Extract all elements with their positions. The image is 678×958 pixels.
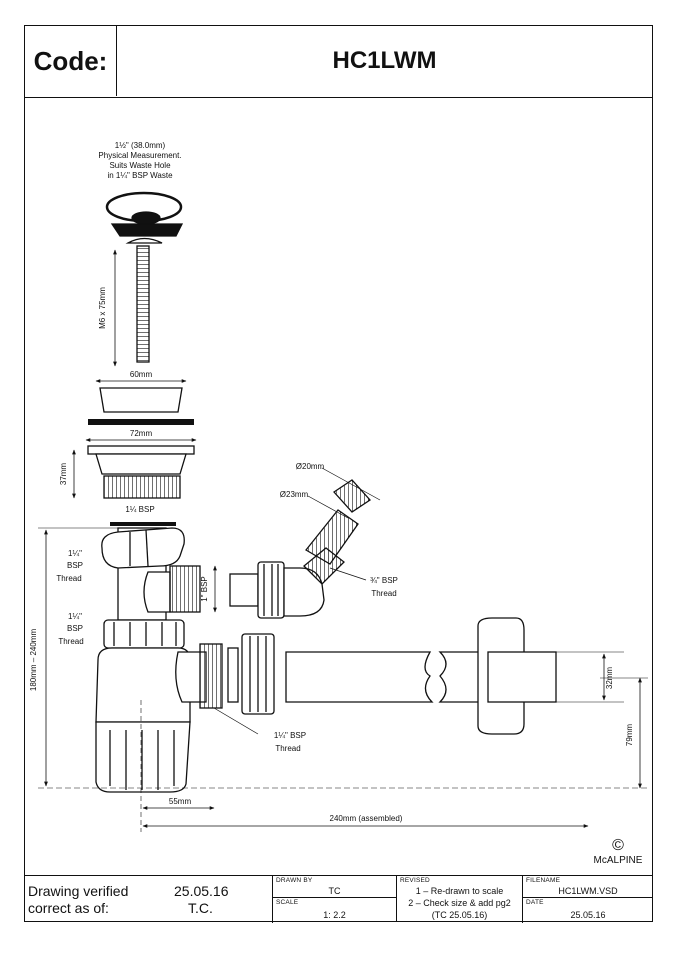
drawn-by-label: DRAWN BY: [276, 877, 313, 884]
trap-bottle: [95, 647, 191, 723]
pipe-right: [438, 651, 489, 703]
revised-label: REVISED: [400, 877, 430, 884]
verified-by: T.C.: [188, 900, 213, 916]
grate-width-label: 60mm: [130, 370, 153, 379]
filename-label: FILENAME: [526, 877, 561, 884]
trap-top-nut: [101, 527, 185, 569]
thread-mid-label-1: 1¼": [68, 612, 82, 621]
hose-connector: [305, 509, 359, 565]
revised-line-3: (TC 25.05.16): [431, 910, 488, 920]
plug-rubber: [110, 223, 184, 237]
trap-washer: [110, 522, 176, 526]
drawing-sheet: Code: HC1LWM: [24, 25, 653, 922]
waste-body: [87, 445, 195, 499]
revised-line-2: 2 – Check size & add pg2: [408, 898, 511, 908]
thread-mid-label-2: BSP: [67, 624, 83, 633]
scale-label: SCALE: [276, 899, 299, 906]
trap-mid-nut: [103, 619, 185, 649]
hose-elbow-assembly: [229, 479, 371, 619]
verified-label-2: correct as of:: [28, 900, 109, 916]
plug-assembly: [105, 191, 184, 363]
offset-label: 55mm: [169, 797, 192, 806]
length-label: 240mm (assembled): [330, 814, 403, 823]
plug-knob: [131, 211, 161, 225]
elbow-bsp-label-1: ¾" BSP: [370, 576, 398, 585]
thread-top-label-3: Thread: [56, 574, 81, 583]
trap-bottom-cap: [95, 721, 191, 793]
thread-mid-label-3: Thread: [58, 637, 83, 646]
title-header: Code: HC1LWM: [25, 26, 652, 98]
verified-label-1: Drawing verified: [28, 883, 129, 899]
plug-size-label-4: in 1¼" BSP Waste: [107, 171, 173, 180]
flange: [87, 445, 195, 455]
outlet-pipe-assembly: [227, 617, 557, 735]
sealing-washer: [88, 419, 194, 425]
hose-20-label: Ø20mm: [296, 462, 325, 471]
screw-label: M6 x 75mm: [98, 287, 107, 329]
outlet-washer: [227, 647, 239, 703]
brand-mark: © McALPINE: [588, 837, 648, 867]
elbow-sleeve: [229, 573, 259, 607]
body-thread-label: 1¼ BSP: [125, 505, 154, 514]
pipe-left: [285, 651, 434, 703]
outlet-thread: [199, 643, 223, 709]
scale-cell: SCALE 1: 2.2: [272, 898, 396, 923]
elbow-bsp-label-2: Thread: [371, 589, 396, 598]
hose-tail: [333, 479, 371, 513]
body-height-label: 37mm: [59, 463, 68, 486]
outlet-bsp-label-1: 1¼" BSP: [274, 731, 306, 740]
thread-top-label-2: BSP: [67, 561, 83, 570]
grate: [99, 387, 183, 413]
flange-neck: [95, 453, 187, 475]
screw-shaft: [136, 245, 150, 363]
pipe-end: [487, 651, 557, 703]
code-value: HC1LWM: [332, 47, 437, 74]
plug-size-label-2: Physical Measurement.: [98, 151, 181, 160]
brand-name: McALPINE: [593, 855, 643, 866]
filename-value: HC1LWM.VSD: [558, 886, 618, 896]
overall-height-label: 180mm – 240mm: [29, 629, 38, 692]
date-label: DATE: [526, 899, 544, 906]
outlet-bsp-label-2: Thread: [275, 744, 300, 753]
drawn-by-value: TC: [328, 886, 341, 896]
elbow-nut: [257, 561, 285, 619]
verified-date: 25.05.16: [174, 883, 229, 899]
hose-23-label: Ø23mm: [280, 490, 309, 499]
bottle-trap: [95, 527, 223, 793]
scale-value: 1: 2.2: [323, 910, 346, 920]
title-block: Drawing verified correct as of: 25.05.16…: [24, 875, 653, 923]
code-label: Code:: [25, 26, 117, 96]
flange-width-label: 72mm: [130, 429, 153, 438]
date-value: 25.05.16: [570, 910, 606, 920]
screw-head: [125, 237, 163, 244]
filename-cell: FILENAME HC1LWM.VSD: [522, 876, 653, 898]
side-bsp-label: 1" BSP: [200, 576, 209, 602]
drawn-by-cell: DRAWN BY TC: [272, 876, 396, 898]
copyright-icon: ©: [612, 837, 624, 854]
plug-size-label-3: Suits Waste Hole: [109, 161, 171, 170]
thread-top-label-1: 1¼": [68, 549, 82, 558]
date-cell: DATE 25.05.16: [522, 898, 653, 923]
body-thread: [103, 475, 181, 499]
plug-size-label-1: 1½" (38.0mm): [115, 141, 166, 150]
wall-height-label: 79mm: [625, 724, 634, 747]
verification-cell: Drawing verified correct as of: 25.05.16…: [24, 876, 272, 922]
trap-y-branch: [143, 571, 171, 613]
side-inlet-thread: [169, 565, 201, 613]
revised-line-1: 1 – Re-drawn to scale: [415, 886, 504, 896]
revised-cell: REVISED 1 – Re-drawn to scale 2 – Check …: [396, 876, 522, 922]
